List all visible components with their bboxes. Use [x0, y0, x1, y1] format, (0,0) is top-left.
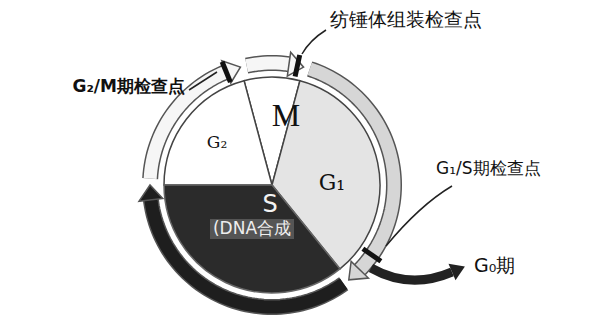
phase-note: (DNA合成: [210, 219, 294, 239]
checkpoint-label: G₂/M期检查点: [72, 76, 185, 96]
phase-name: G₂: [207, 133, 227, 153]
sector-fill: [164, 185, 340, 293]
g0-exit-arrow: [371, 268, 452, 280]
sector-fill: [164, 81, 272, 185]
g0-arrow-head: [449, 264, 465, 281]
leader-line: [189, 72, 217, 90]
phase-name: G₁: [319, 170, 345, 195]
phase-name: S: [262, 191, 277, 219]
checkpoint-bar: [222, 62, 230, 82]
arrow-head: [287, 52, 303, 76]
checkpoint-label: G₁/S期检查点: [436, 158, 541, 178]
leader-line: [302, 30, 326, 54]
phase-name: M: [272, 97, 300, 134]
arrow-head: [139, 185, 163, 201]
arrow-outline: [247, 63, 289, 66]
arrow-head: [222, 61, 241, 83]
cycle-arrow: [247, 52, 304, 76]
checkpoint-label: 纺锤体组装检查点: [330, 8, 482, 31]
checkpoint-bar: [295, 55, 300, 77]
arrow-band: [247, 63, 289, 66]
leader-line: [386, 186, 452, 246]
phase-label: G₀期: [474, 254, 515, 277]
checkpoint-bar: [363, 249, 381, 262]
arrow-head: [349, 261, 369, 279]
